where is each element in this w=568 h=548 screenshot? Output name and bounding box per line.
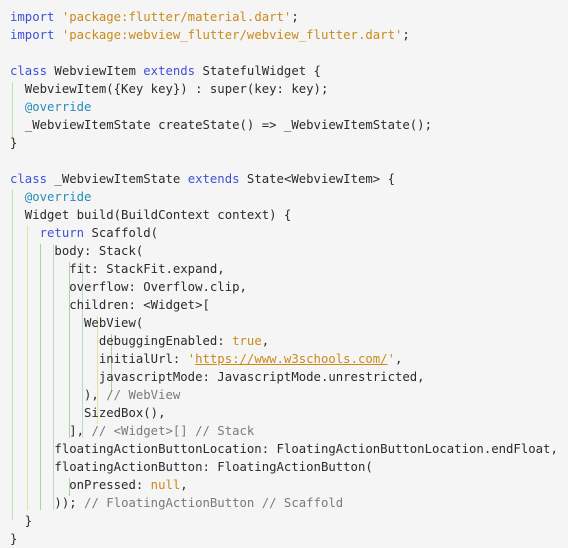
code-line[interactable]: _WebviewItemState createState() => _Webv… [10, 116, 432, 134]
code-line[interactable]: initialUrl: 'https://www.w3schools.com/'… [10, 350, 403, 368]
code-token: import [10, 10, 62, 24]
code-token: WebviewItem [54, 64, 144, 78]
code-token: children: <Widget>[ [10, 298, 210, 312]
code-line[interactable]: children: <Widget>[ [10, 296, 210, 314]
code-line[interactable]: @override [10, 98, 92, 116]
code-token: https://www.w3schools.com/ [195, 352, 388, 366]
code-token: Widget build(BuildContext context) { [10, 208, 292, 222]
code-line[interactable]: class _WebviewItemState extends State<We… [10, 170, 395, 188]
indent-guide [111, 334, 112, 392]
indent-guide [12, 82, 13, 140]
code-line[interactable]: import 'package:flutter/material.dart'; [10, 8, 299, 26]
code-token: // FloatingActionButton // Scaffold [84, 496, 344, 510]
code-token: extends [187, 172, 247, 186]
indent-guide [53, 244, 54, 510]
code-token: // WebView [106, 388, 181, 402]
code-token: @override [24, 100, 92, 114]
code-token [10, 190, 25, 204]
code-token: fit: StackFit.expand, [10, 262, 225, 276]
code-line[interactable]: overflow: Overflow.clip, [10, 278, 247, 296]
code-line[interactable]: import 'package:webview_flutter/webview_… [10, 26, 410, 44]
code-token: extends [143, 64, 203, 78]
code-line[interactable]: return Scaffold( [10, 224, 158, 242]
code-token: floatingActionButtonLocation: FloatingAc… [10, 442, 558, 456]
code-token [10, 100, 25, 114]
code-token: ; [291, 10, 299, 24]
code-token: Scaffold( [91, 226, 159, 240]
code-token: class [10, 172, 55, 186]
code-token: ; [402, 28, 410, 42]
code-token: // <Widget>[] // Stack [91, 424, 255, 438]
code-token: javascriptMode: JavascriptMode.unrestric… [10, 370, 425, 384]
code-token: class [10, 64, 55, 78]
indent-guide [69, 478, 70, 496]
code-line[interactable]: body: Stack( [10, 242, 143, 260]
indent-guide [40, 244, 41, 510]
code-token: , [261, 334, 270, 348]
code-token: 'package:webview_flutter/webview_flutter… [61, 28, 403, 42]
code-token: WebView( [10, 316, 144, 330]
code-line[interactable]: floatingActionButton: FloatingActionButt… [10, 458, 373, 476]
code-line[interactable]: } [10, 512, 32, 530]
code-token: null [150, 478, 181, 492]
code-line[interactable]: WebView( [10, 314, 143, 332]
code-token: SizedBox(), [10, 406, 166, 420]
code-line[interactable]: class WebviewItem extends StatefulWidget… [10, 62, 321, 80]
code-token: body: Stack( [10, 244, 144, 258]
code-token: } [10, 514, 33, 528]
code-token: import [10, 28, 62, 42]
code-token: , [180, 478, 188, 492]
code-token: overflow: Overflow.clip, [10, 280, 247, 294]
indent-guide [97, 316, 98, 424]
code-token: onPressed: [10, 478, 151, 492]
code-token: )); [10, 496, 85, 510]
code-line[interactable]: )); // FloatingActionButton // Scaffold [10, 494, 343, 512]
code-line[interactable]: } [10, 530, 17, 548]
code-token: ' [387, 352, 395, 366]
code-token: WebviewItem({Key key}) : super(key: key)… [10, 82, 329, 96]
code-token [10, 226, 40, 240]
code-token: _WebviewItemState [54, 172, 188, 186]
code-token: _WebviewItemState createState() => _Webv… [10, 118, 432, 132]
code-line[interactable]: fit: StackFit.expand, [10, 260, 225, 278]
code-token: ' [187, 352, 196, 366]
code-token: true [232, 334, 262, 348]
code-token: State<WebviewItem> { [246, 172, 395, 186]
indent-guide [12, 190, 13, 520]
code-line[interactable]: } [10, 134, 17, 152]
code-line[interactable]: WebviewItem({Key key}) : super(key: key)… [10, 80, 329, 98]
code-line[interactable]: javascriptMode: JavascriptMode.unrestric… [10, 368, 425, 386]
code-token: initialUrl: [10, 352, 188, 366]
code-token: } [10, 136, 18, 150]
code-line[interactable]: ), // WebView [10, 386, 180, 404]
indent-guide [27, 226, 28, 510]
code-line[interactable]: @override [10, 188, 92, 206]
code-token: debuggingEnabled: [10, 334, 233, 348]
code-token: StatefulWidget { [202, 64, 321, 78]
indent-guide [82, 262, 83, 438]
indent-guide [69, 262, 70, 438]
code-token: } [10, 532, 18, 546]
code-token: @override [24, 190, 92, 204]
code-token: 'package:flutter/material.dart' [61, 10, 292, 24]
code-line[interactable]: SizedBox(), [10, 404, 165, 422]
code-line[interactable]: onPressed: null, [10, 476, 188, 494]
code-token: return [39, 226, 92, 240]
code-line[interactable]: ], // <Widget>[] // Stack [10, 422, 254, 440]
code-line[interactable]: Widget build(BuildContext context) { [10, 206, 292, 224]
code-token: ), [10, 388, 107, 402]
code-token: ], [10, 424, 92, 438]
code-line[interactable]: floatingActionButtonLocation: FloatingAc… [10, 440, 558, 458]
code-token: , [395, 352, 403, 366]
code-token: floatingActionButton: FloatingActionButt… [10, 460, 373, 474]
code-line[interactable]: debuggingEnabled: true, [10, 332, 269, 350]
